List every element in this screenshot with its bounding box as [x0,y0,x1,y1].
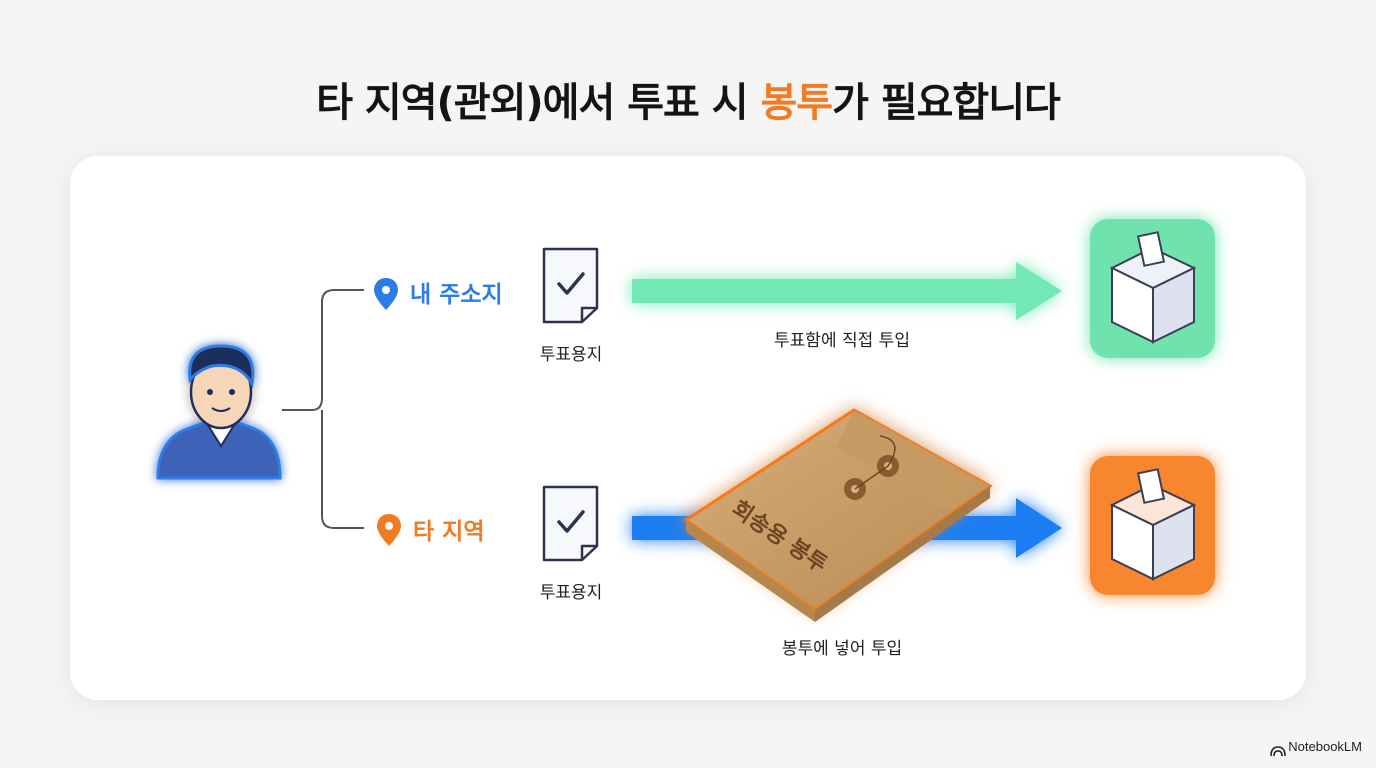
location-label-home: 내 주소지 [410,282,503,308]
title-text-after: 가 필요합니다 [832,80,1061,126]
direct-arrow-green [632,262,1062,320]
ballot-paper-icon-other [542,485,599,562]
ballot-box-icon-orange [1090,456,1215,595]
notebooklm-logo-icon [1270,746,1286,757]
ballot-label-home: 투표용지 [539,345,603,365]
title-text-before: 타 지역(관외)에서 투표 시 [316,80,761,126]
ballot-box-icon-green [1090,219,1215,358]
map-pin-icon-other [377,514,401,546]
action-label-direct: 투표함에 직접 투입 [774,331,910,351]
page-title: 타 지역(관외)에서 투표 시 봉투가 필요합니다 [0,70,1376,128]
voter-person-icon [156,344,282,480]
title-accent-word: 봉투 [760,80,833,126]
action-label-envelope: 봉투에 넣어 투입 [781,639,903,659]
branding-name: NotebookLM [1288,739,1362,754]
branch-bracket [282,289,364,529]
branding: NotebookLM [1267,739,1362,754]
ballot-label-other: 투표용지 [539,583,603,603]
map-pin-icon-home [374,278,398,310]
location-label-other: 타 지역 [413,519,485,545]
ballot-paper-icon-home [542,247,599,324]
return-envelope: 회송용 봉투 [683,408,993,622]
